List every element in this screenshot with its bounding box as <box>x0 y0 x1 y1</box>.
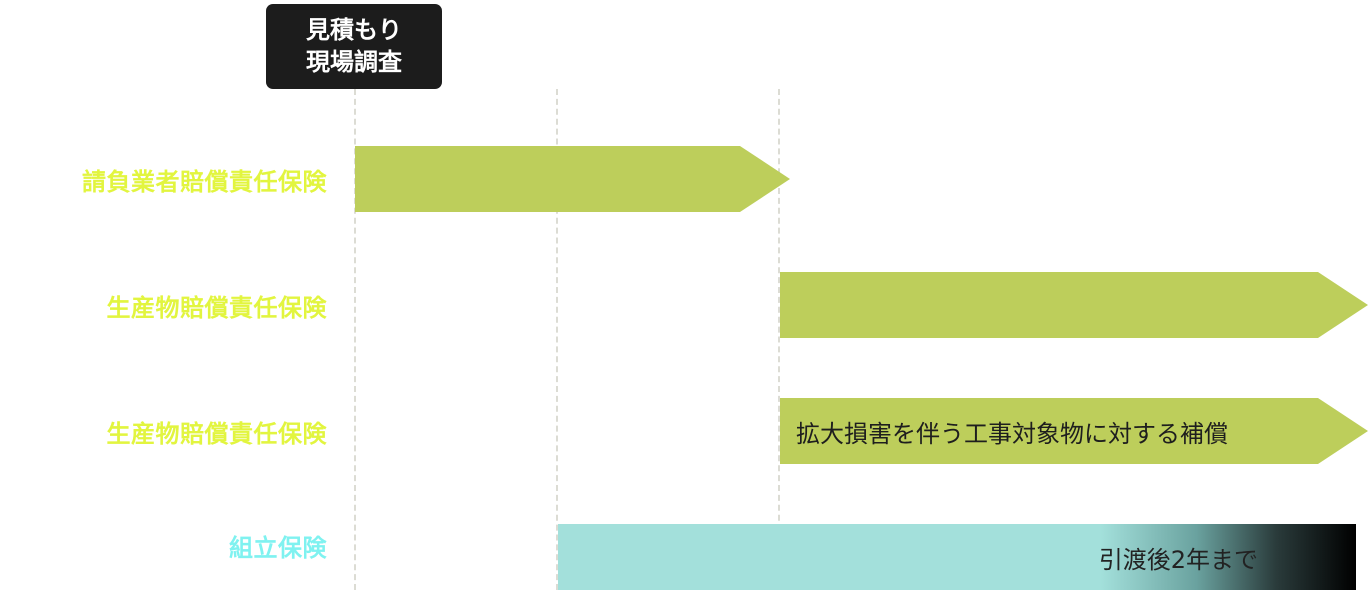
gridline-construction-start <box>556 89 558 590</box>
bar-erection-insurance: 引渡後2年まで <box>558 524 1356 590</box>
row-label-erection-insurance: 組立保険 <box>229 534 327 562</box>
milestone-badge: 見積もり 現場調査 <box>266 4 442 89</box>
bar-product-liability-2: 拡大損害を伴う工事対象物に対する補償 <box>780 398 1368 464</box>
bar-product-liability-1 <box>780 272 1368 338</box>
row-label-product-liability-2: 生産物賠償責任保険 <box>106 420 327 448</box>
gridline-handover <box>778 89 780 590</box>
row-label-contractor-liability: 請負業者賠償責任保険 <box>82 168 327 196</box>
row-label-product-liability-1: 生産物賠償責任保険 <box>106 294 327 322</box>
bar-contractor-liability <box>355 146 790 212</box>
milestone-line-2: 現場調査 <box>306 47 402 76</box>
gridline-estimate <box>354 89 356 590</box>
bar-text-product-liability-2: 拡大損害を伴う工事対象物に対する補償 <box>796 419 1228 448</box>
milestone-line-1: 見積もり <box>306 15 402 44</box>
bar-text-erection-insurance: 引渡後2年まで <box>1098 545 1258 574</box>
